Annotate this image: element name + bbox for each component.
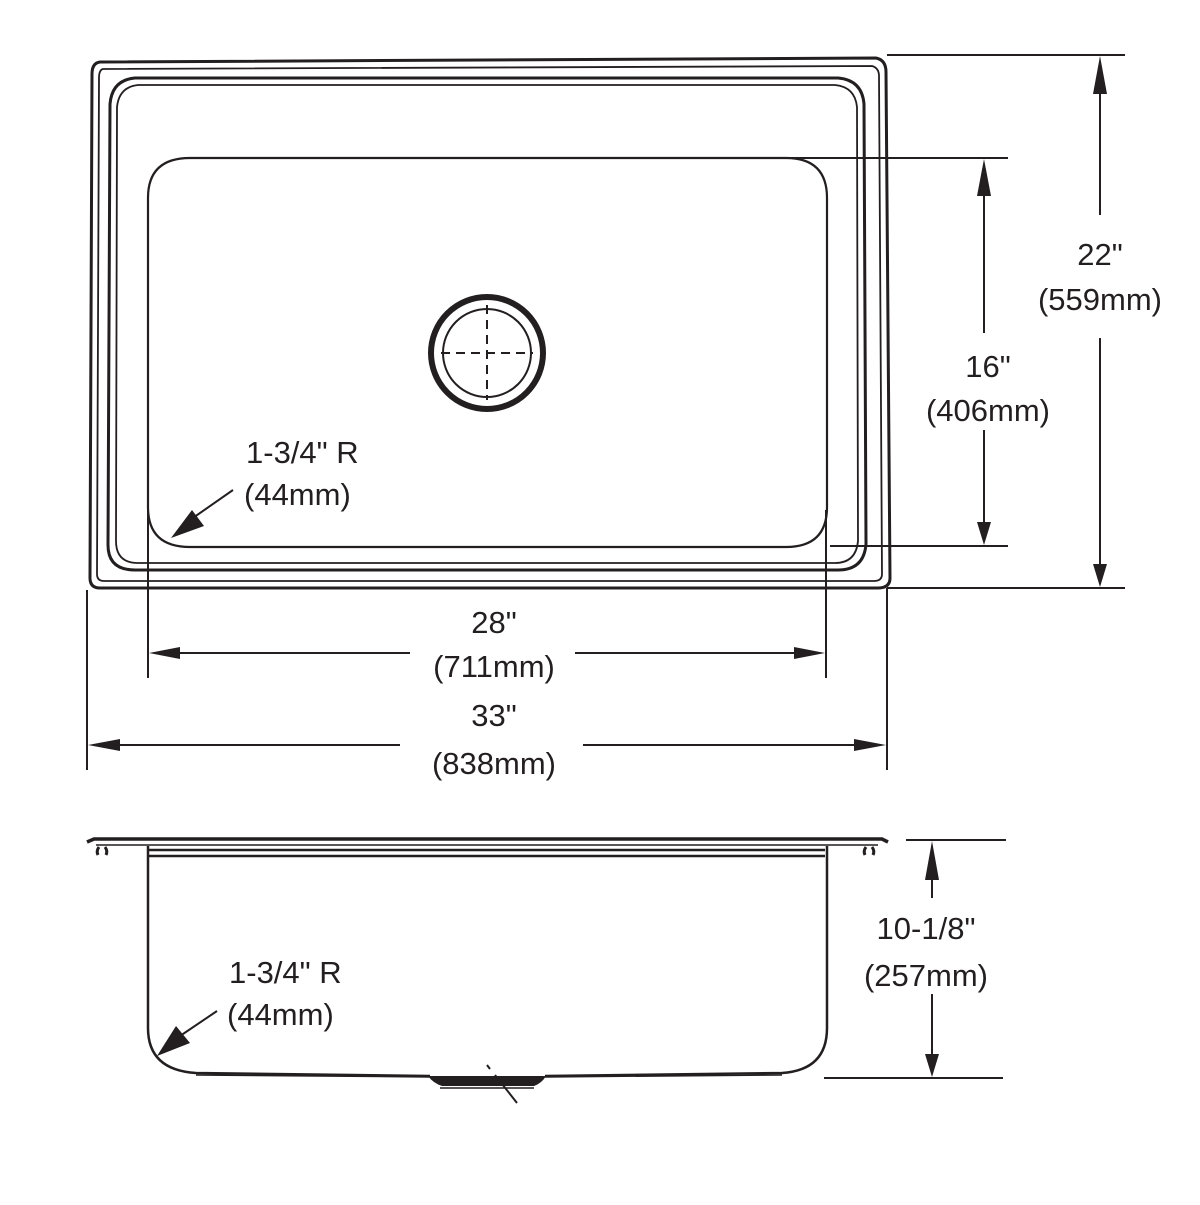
- dimension-overall-depth: 22" (559mm): [886, 54, 1162, 770]
- overall-depth-inches: 22": [1077, 237, 1123, 272]
- bowl-height-inches: 10-1/8": [877, 911, 976, 946]
- bowl-depth-mm: (406mm): [926, 393, 1050, 428]
- bowl-width-mm: (711mm): [433, 649, 555, 684]
- side-radius-inches: 1-3/4" R: [229, 955, 342, 990]
- dimension-bowl-width: 28" (711mm): [147, 510, 827, 684]
- dimension-overall-width: 33" (838mm): [86, 590, 886, 781]
- overall-width-mm: (838mm): [432, 746, 556, 781]
- bowl-outline: [146, 156, 829, 549]
- dimension-bowl-depth: 16" (406mm): [790, 157, 1050, 547]
- deck-ledge-inner-line: [115, 84, 859, 564]
- drain-icon: [428, 294, 546, 412]
- bowl-width-inches: 28": [471, 605, 517, 640]
- top-corner-radius-callout: 1-3/4" R (44mm): [171, 435, 359, 538]
- top-view: 1-3/4" R (44mm): [88, 56, 892, 590]
- side-drain-outlet-icon: [428, 1064, 546, 1104]
- side-rim-flange: [86, 837, 889, 844]
- top-radius-inches: 1-3/4" R: [246, 435, 359, 470]
- side-bowl-body: [146, 846, 829, 1078]
- mounting-clip-right-icon: [862, 846, 876, 856]
- side-view: 1-3/4" R (44mm): [86, 837, 889, 1104]
- bowl-depth-inches: 16": [965, 349, 1011, 384]
- overall-depth-mm: (559mm): [1038, 282, 1162, 317]
- bowl-height-mm: (257mm): [864, 958, 988, 993]
- mounting-clip-left-icon: [95, 846, 109, 856]
- overall-width-inches: 33": [471, 698, 517, 733]
- side-radius-mm: (44mm): [227, 997, 334, 1032]
- deck-ledge: [106, 76, 868, 572]
- outer-rim-inner-line: [96, 65, 883, 582]
- top-radius-mm: (44mm): [244, 477, 351, 512]
- dimension-bowl-height: 10-1/8" (257mm): [824, 839, 1006, 1079]
- side-corner-radius-callout: 1-3/4" R (44mm): [157, 955, 342, 1056]
- outer-rim: [88, 56, 892, 590]
